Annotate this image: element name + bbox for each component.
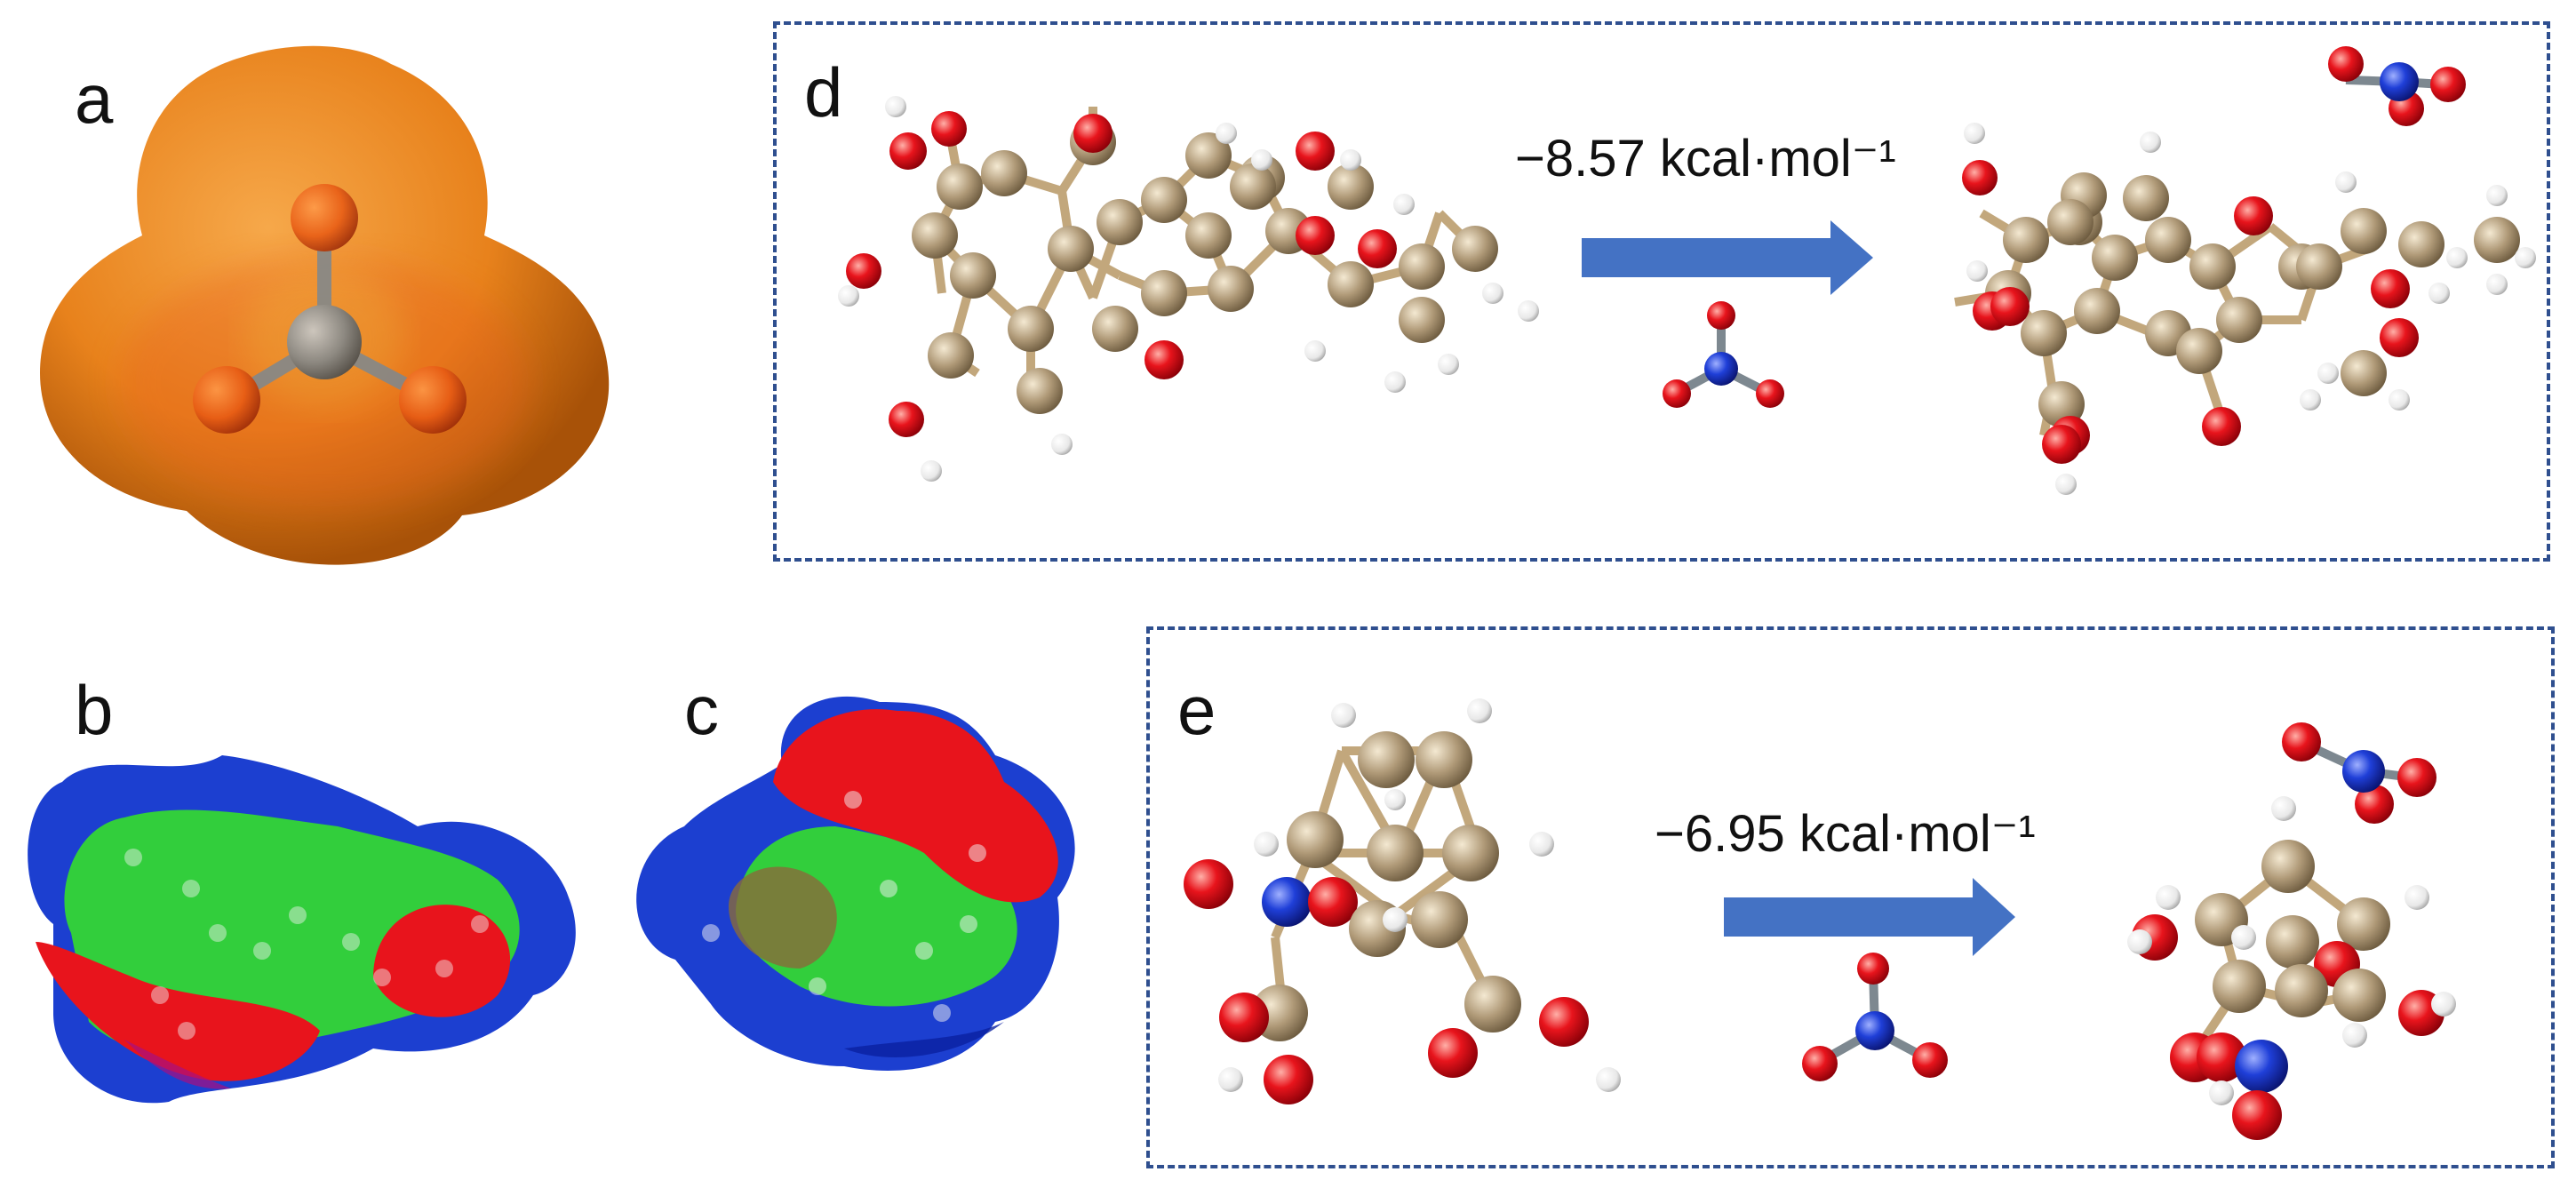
panel-d-frame — [773, 21, 2550, 562]
panel-label-b: b — [75, 671, 114, 749]
panel-label-e: e — [1177, 671, 1216, 749]
panel-d-molecule-right-atoms — [1962, 123, 2536, 495]
panel-e-arrow-icon — [1724, 878, 2015, 956]
panel-b-inner-atoms — [124, 849, 489, 1040]
panel-e-frame — [1146, 626, 2555, 1168]
panel-d-molecule-left-atoms — [838, 96, 1539, 482]
panel-e-molecule-right-atoms — [2127, 796, 2456, 1140]
panel-label-c: c — [684, 671, 719, 749]
panel-e-nitrate-bound — [2282, 722, 2436, 824]
panel-c-esp-surface — [636, 696, 1075, 1071]
panel-d-arrow-icon — [1582, 220, 1873, 295]
panel-d-nitrate-bound — [2328, 46, 2466, 126]
panel-d-nitrate-free — [1663, 301, 1784, 408]
binding-energy-d: −8.57 kcal·mol⁻¹ — [1515, 130, 1896, 187]
panel-label-a: a — [75, 60, 114, 138]
panel-e-molecule-left-atoms — [1184, 698, 1621, 1104]
panel-a-nitrate — [193, 184, 467, 434]
panel-b-esp-surface — [28, 755, 576, 1104]
panel-c-inner-atoms — [702, 791, 986, 1022]
panel-e-molecule-left — [1271, 746, 1497, 1023]
panel-e-nitrate-free — [1802, 953, 1948, 1081]
panel-label-d: d — [804, 53, 843, 132]
binding-energy-e: −6.95 kcal·mol⁻¹ — [1655, 805, 2036, 863]
